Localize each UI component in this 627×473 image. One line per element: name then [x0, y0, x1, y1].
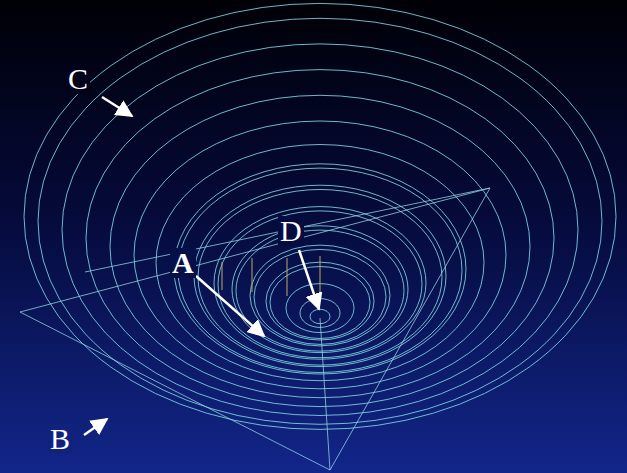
- leader-arrow: [84, 419, 107, 435]
- leader-arrow: [102, 97, 132, 116]
- leader-arrow: [299, 250, 319, 309]
- part-letter: B: [48, 424, 72, 454]
- part-letter: D: [278, 216, 304, 246]
- part-letter: A: [170, 248, 196, 278]
- section-plane: [20, 188, 490, 470]
- plane-ticks: [222, 256, 320, 300]
- leader-arrows: [84, 97, 319, 435]
- leader-arrow: [196, 276, 264, 336]
- spiral-rings: [24, 3, 616, 429]
- part-letter: C: [66, 64, 90, 94]
